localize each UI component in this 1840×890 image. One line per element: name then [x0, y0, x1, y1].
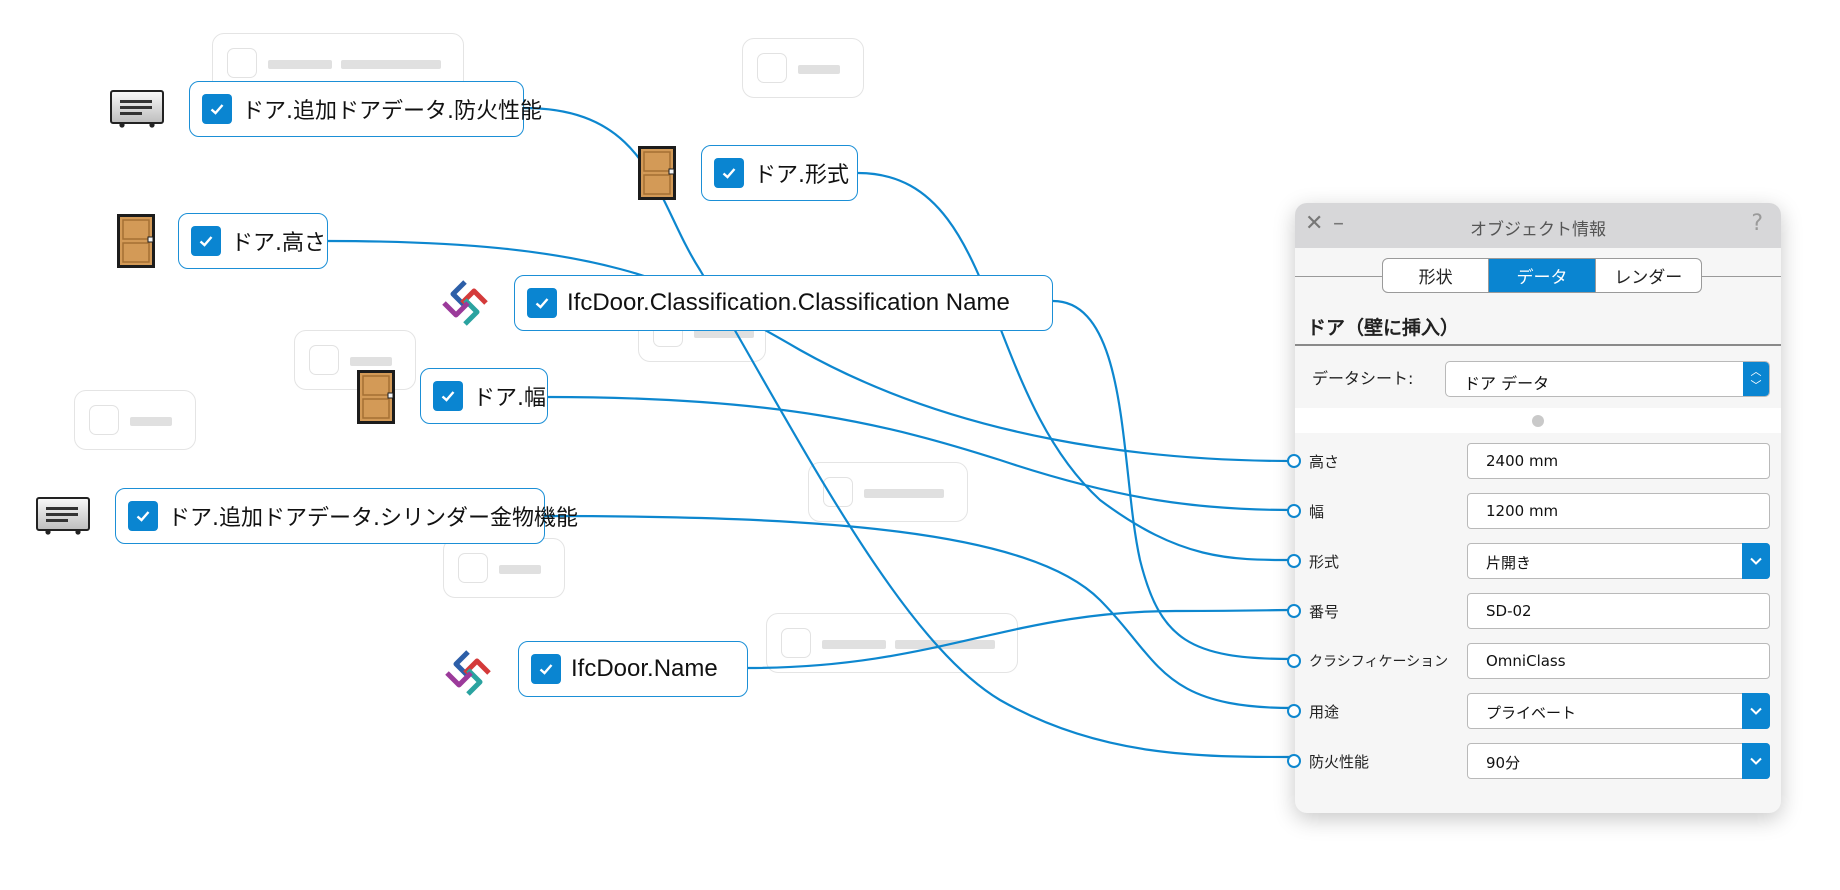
tab-group: 形状 データ レンダー [1382, 258, 1702, 293]
checkbox-checked[interactable] [191, 226, 221, 256]
close-icon[interactable]: ✕ [1305, 211, 1324, 236]
node-label: IfcDoor.Name [571, 655, 718, 682]
placeholder-node [74, 390, 196, 450]
field-label: クラシフィケーション [1309, 654, 1449, 670]
field-label: 形式 [1309, 553, 1340, 571]
node-label: ドア.追加ドアデータ.防火性能 [242, 99, 542, 124]
input-port[interactable] [1287, 504, 1301, 518]
field-input[interactable]: OmniClass [1467, 643, 1770, 679]
field-row-type: 形式 片開き [1287, 543, 1781, 579]
field-select[interactable]: 90分 [1467, 743, 1770, 779]
object-info-panel: ✕ – オブジェクト情報 ? 形状 データ レンダー ドア（壁に挿入） データシ… [1287, 203, 1781, 813]
node-label: ドア.追加ドアデータ.シリンダー金物機能 [168, 506, 578, 531]
ifc-logo-icon [442, 280, 488, 326]
section-title: ドア（壁に挿入） [1307, 317, 1460, 339]
field-row-width: 幅 1200 mm [1287, 493, 1781, 529]
placeholder-node [443, 538, 565, 598]
placeholder-node [766, 613, 1018, 673]
checkbox-checked[interactable] [714, 158, 744, 188]
field-input[interactable]: 1200 mm [1467, 493, 1770, 529]
placeholder-node [742, 38, 864, 98]
node-label: IfcDoor.Classification.Classification Na… [567, 289, 1010, 316]
door-icon [117, 214, 155, 268]
datasheet-select[interactable]: ドア データ ︿﹀ [1445, 361, 1770, 397]
checkbox-checked[interactable] [202, 94, 232, 124]
tab-data[interactable]: データ [1489, 259, 1596, 292]
field-label: 防火性能 [1309, 753, 1370, 771]
input-port[interactable] [1287, 754, 1301, 768]
node-width[interactable]: ドア.幅 [420, 368, 548, 424]
input-port[interactable] [1287, 454, 1301, 468]
checkbox-checked[interactable] [527, 288, 557, 318]
resize-divider[interactable] [1295, 408, 1781, 433]
checkbox-checked[interactable] [128, 501, 158, 531]
field-row-usage: 用途 プライベート [1287, 693, 1781, 729]
wire-classification [1052, 299, 1293, 661]
node-ifc-name[interactable]: IfcDoor.Name [518, 641, 748, 697]
record-icon [110, 90, 164, 128]
minimize-icon[interactable]: – [1333, 211, 1344, 236]
ifc-logo-icon [445, 650, 491, 696]
panel-title: オブジェクト情報 [1470, 220, 1606, 240]
input-port[interactable] [1287, 604, 1301, 618]
chevron-down-icon[interactable] [1742, 693, 1770, 729]
node-ifc-classification[interactable]: IfcDoor.Classification.Classification Na… [514, 275, 1053, 331]
field-row-number: 番号 SD-02 [1287, 593, 1781, 629]
field-row-height: 高さ 2400 mm [1287, 443, 1781, 479]
door-icon [357, 370, 395, 424]
datasheet-label: データシート: [1312, 369, 1414, 388]
input-port[interactable] [1287, 554, 1301, 568]
placeholder-node [808, 462, 968, 522]
node-height[interactable]: ドア.高さ [178, 213, 328, 269]
node-cylinder-hardware[interactable]: ドア.追加ドアデータ.シリンダー金物機能 [115, 488, 578, 544]
field-input[interactable]: SD-02 [1467, 593, 1770, 629]
help-icon[interactable]: ? [1751, 211, 1763, 236]
field-input[interactable]: 2400 mm [1467, 443, 1770, 479]
field-select[interactable]: プライベート [1467, 693, 1770, 729]
tab-shape[interactable]: 形状 [1383, 259, 1490, 292]
node-type[interactable]: ドア.形式 [701, 145, 858, 201]
field-label: 高さ [1309, 453, 1340, 471]
field-select[interactable]: 片開き [1467, 543, 1770, 579]
field-label: 幅 [1309, 503, 1325, 521]
chevron-down-icon[interactable] [1742, 743, 1770, 779]
placeholder-node [294, 330, 416, 390]
input-port[interactable] [1287, 654, 1301, 668]
field-label: 番号 [1309, 603, 1340, 621]
wire-height [327, 239, 1293, 463]
node-label: ドア.幅 [473, 386, 546, 411]
checkbox-checked[interactable] [531, 654, 561, 684]
tab-render[interactable]: レンダー [1614, 268, 1683, 288]
field-label: 用途 [1309, 703, 1340, 721]
field-row-classification: クラシフィケーション OmniClass [1287, 643, 1781, 679]
node-label: ドア.高さ [231, 231, 326, 256]
stepper-icon: ︿﹀ [1743, 362, 1769, 396]
record-icon [36, 497, 90, 535]
node-fire-rating[interactable]: ドア.追加ドアデータ.防火性能 [189, 81, 542, 137]
chevron-down-icon[interactable] [1742, 543, 1770, 579]
datasheet-value: ドア データ [1464, 374, 1550, 393]
door-icon [638, 146, 676, 200]
checkbox-checked[interactable] [433, 381, 463, 411]
panel-titlebar: ✕ – オブジェクト情報 ? [1295, 203, 1781, 248]
tab-row: 形状 データ レンダー [1295, 248, 1781, 318]
field-row-fire-rating: 防火性能 90分 [1287, 743, 1781, 779]
input-port[interactable] [1287, 704, 1301, 718]
node-label: ドア.形式 [754, 163, 849, 188]
